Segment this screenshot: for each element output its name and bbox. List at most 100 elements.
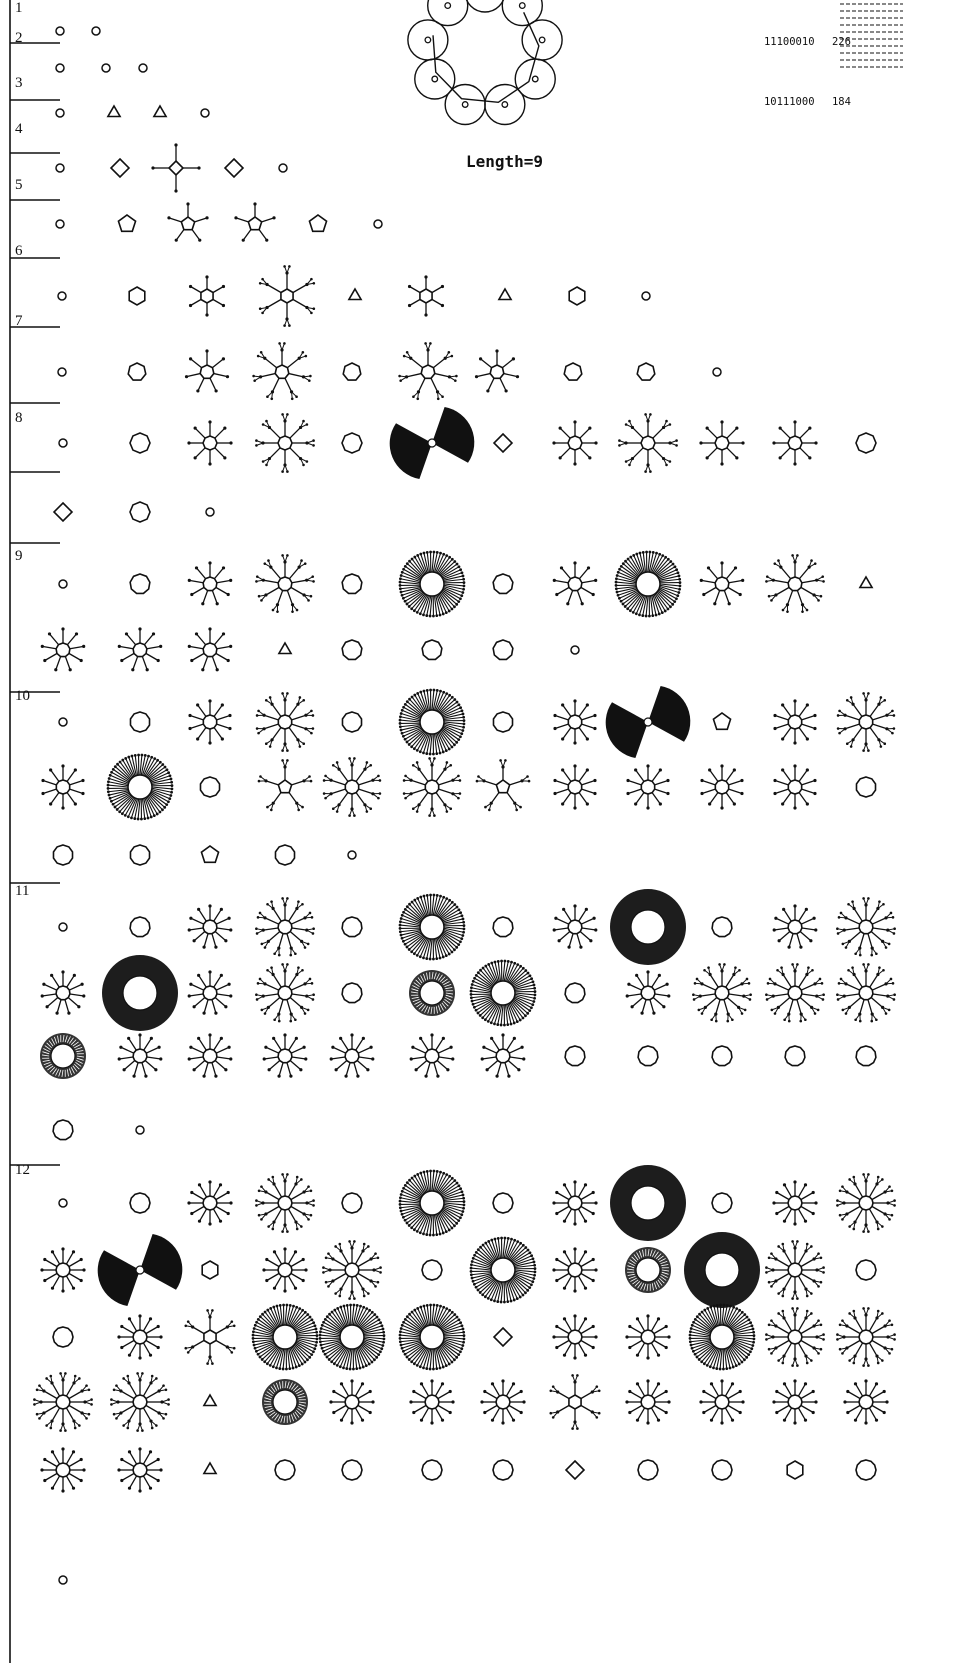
- orbit-glyph-dense27: [615, 551, 682, 618]
- orbit-glyph-dot: [713, 368, 721, 376]
- orbit-glyph-tri: [349, 289, 361, 300]
- orbit-glyph-tree12: [772, 1379, 817, 1424]
- orbit-glyph-tree10: [773, 764, 816, 809]
- orbit-glyph-hend: [785, 1046, 805, 1066]
- orbit-glyph-tri: [154, 106, 166, 117]
- orbit-glyph-tree20: [256, 692, 314, 752]
- orbit-glyph-oct: [342, 433, 362, 453]
- orbit-glyph-dodec: [856, 1260, 876, 1280]
- orbit-glyph-solid44: [102, 955, 178, 1031]
- orbit-glyph-tree12: [552, 1180, 597, 1225]
- orbit-glyph-dot: [59, 439, 67, 447]
- orbit-glyph-dec: [856, 777, 875, 797]
- orbit-glyph-dec: [200, 777, 219, 797]
- orbit-glyph-hend: [53, 1120, 73, 1140]
- orbit-glyph-dot: [58, 368, 66, 376]
- orbit-glyph-dot: [102, 64, 110, 72]
- orbit-glyph-tri: [204, 1395, 216, 1406]
- orbit-glyph-tree12: [117, 1447, 162, 1492]
- orbit-glyph-oct: [130, 433, 150, 453]
- orbit-glyph-dodec: [422, 1460, 442, 1480]
- orbit-glyph-tree11: [188, 904, 233, 948]
- orbit-glyph-tree11: [118, 1033, 163, 1077]
- orbit-glyph-sq: [494, 434, 512, 452]
- necklace-bead: [485, 85, 525, 125]
- necklace-bead: [465, 0, 505, 12]
- orbit-glyph-dodec: [493, 1193, 513, 1213]
- orbit-glyph-tree20: [403, 757, 461, 817]
- necklace-bead: [522, 20, 562, 60]
- orbit-glyph-tree24: [110, 1372, 170, 1432]
- orbit-glyph-hend: [638, 1046, 658, 1066]
- orbit-glyph-dense30: [399, 689, 466, 756]
- orbit-glyph-hept: [564, 363, 582, 380]
- orbit-glyph-tree12: [843, 1379, 888, 1424]
- orbit-glyph-tree22: [255, 897, 315, 956]
- orbit-glyph-hept: [343, 363, 361, 380]
- orbit-glyph-dot: [374, 220, 382, 228]
- orbit-glyph-pent: [118, 215, 135, 231]
- orbit-glyph-fan24: [390, 407, 475, 479]
- orbit-glyph-tree10: [773, 699, 816, 744]
- orbit-glyph-tree10: [41, 764, 84, 809]
- orbit-glyph-dec: [130, 845, 149, 865]
- orbit-glyph-pent: [201, 846, 218, 862]
- orbit-glyph-hex: [569, 287, 585, 305]
- orbit-glyph-tree9: [188, 627, 233, 671]
- orbit-glyph-tree9: [41, 627, 86, 671]
- orbit-glyph-tree10: [553, 699, 596, 744]
- orbit-glyph-solid48: [684, 1232, 760, 1308]
- orbit-glyph-tree6: [189, 275, 225, 316]
- orbit-glyph-tree20: [323, 757, 381, 817]
- orbit-glyph-tree24: [765, 1240, 825, 1300]
- orbit-glyph-tree12: [40, 1247, 85, 1292]
- row-length-label: 7: [15, 313, 23, 330]
- orbit-glyph-dense36: [319, 1304, 386, 1371]
- orbit-glyph-tree9: [188, 561, 233, 605]
- orbit-glyph-sq: [54, 503, 72, 521]
- code-binary: 11100010: [764, 36, 832, 48]
- orbit-glyph-dot: [58, 292, 66, 300]
- orbit-glyph-solid48: [610, 1165, 686, 1241]
- orbit-glyph-dodec: [53, 1327, 73, 1347]
- orbit-glyph-dot: [56, 27, 64, 35]
- row-length-label: 9: [15, 548, 23, 565]
- orbit-glyph-ring33: [409, 970, 455, 1016]
- orbit-glyph-dot: [642, 292, 650, 300]
- orbit-glyph-dot: [59, 1199, 67, 1207]
- orbit-glyph-hend: [565, 1046, 585, 1066]
- orbit-glyph-pent: [713, 713, 730, 729]
- necklace-bead: [428, 0, 468, 26]
- orbit-glyph-tree8: [699, 420, 744, 465]
- orbit-glyph-dot: [56, 164, 64, 172]
- row-length-label: 5: [15, 177, 23, 194]
- orbit-glyph-tree9: [553, 561, 598, 605]
- code-value: 226: [832, 36, 851, 48]
- orbit-glyph-dot: [571, 646, 579, 654]
- orbit-glyph-hend: [712, 917, 732, 937]
- orbit-glyph-tree11: [330, 1033, 375, 1077]
- orbit-glyph-dec: [342, 712, 361, 732]
- orbit-glyph-tree12: [262, 1247, 307, 1292]
- row-length-label: 2: [15, 30, 23, 47]
- orbit-glyph-tree14: [398, 342, 457, 400]
- orbit-glyph-tree24: [322, 1240, 382, 1300]
- orbit-glyph-tree16: [618, 413, 678, 473]
- orbit-glyph-non: [342, 574, 362, 593]
- orbit-glyph-tree22: [765, 963, 825, 1022]
- row-length-label: 1: [15, 0, 23, 17]
- orbit-glyph-oct: [130, 502, 150, 522]
- orbit-glyph-hex: [787, 1461, 803, 1479]
- orbit-glyph-branch10: [476, 759, 531, 811]
- orbit-glyph-tree11: [41, 970, 86, 1014]
- orbit-glyph-tree12: [552, 1247, 597, 1292]
- orbit-glyph-dot: [59, 1576, 67, 1584]
- orbit-glyph-dodec: [638, 1460, 658, 1480]
- row-length-label: 3: [15, 75, 23, 92]
- orbit-glyph-tree18: [765, 554, 825, 613]
- code-binary: 10111000: [764, 96, 832, 108]
- orbit-glyph-dense36: [470, 1237, 537, 1304]
- orbit-glyph-tree22: [255, 963, 315, 1022]
- orbit-glyph-sq: [225, 159, 243, 177]
